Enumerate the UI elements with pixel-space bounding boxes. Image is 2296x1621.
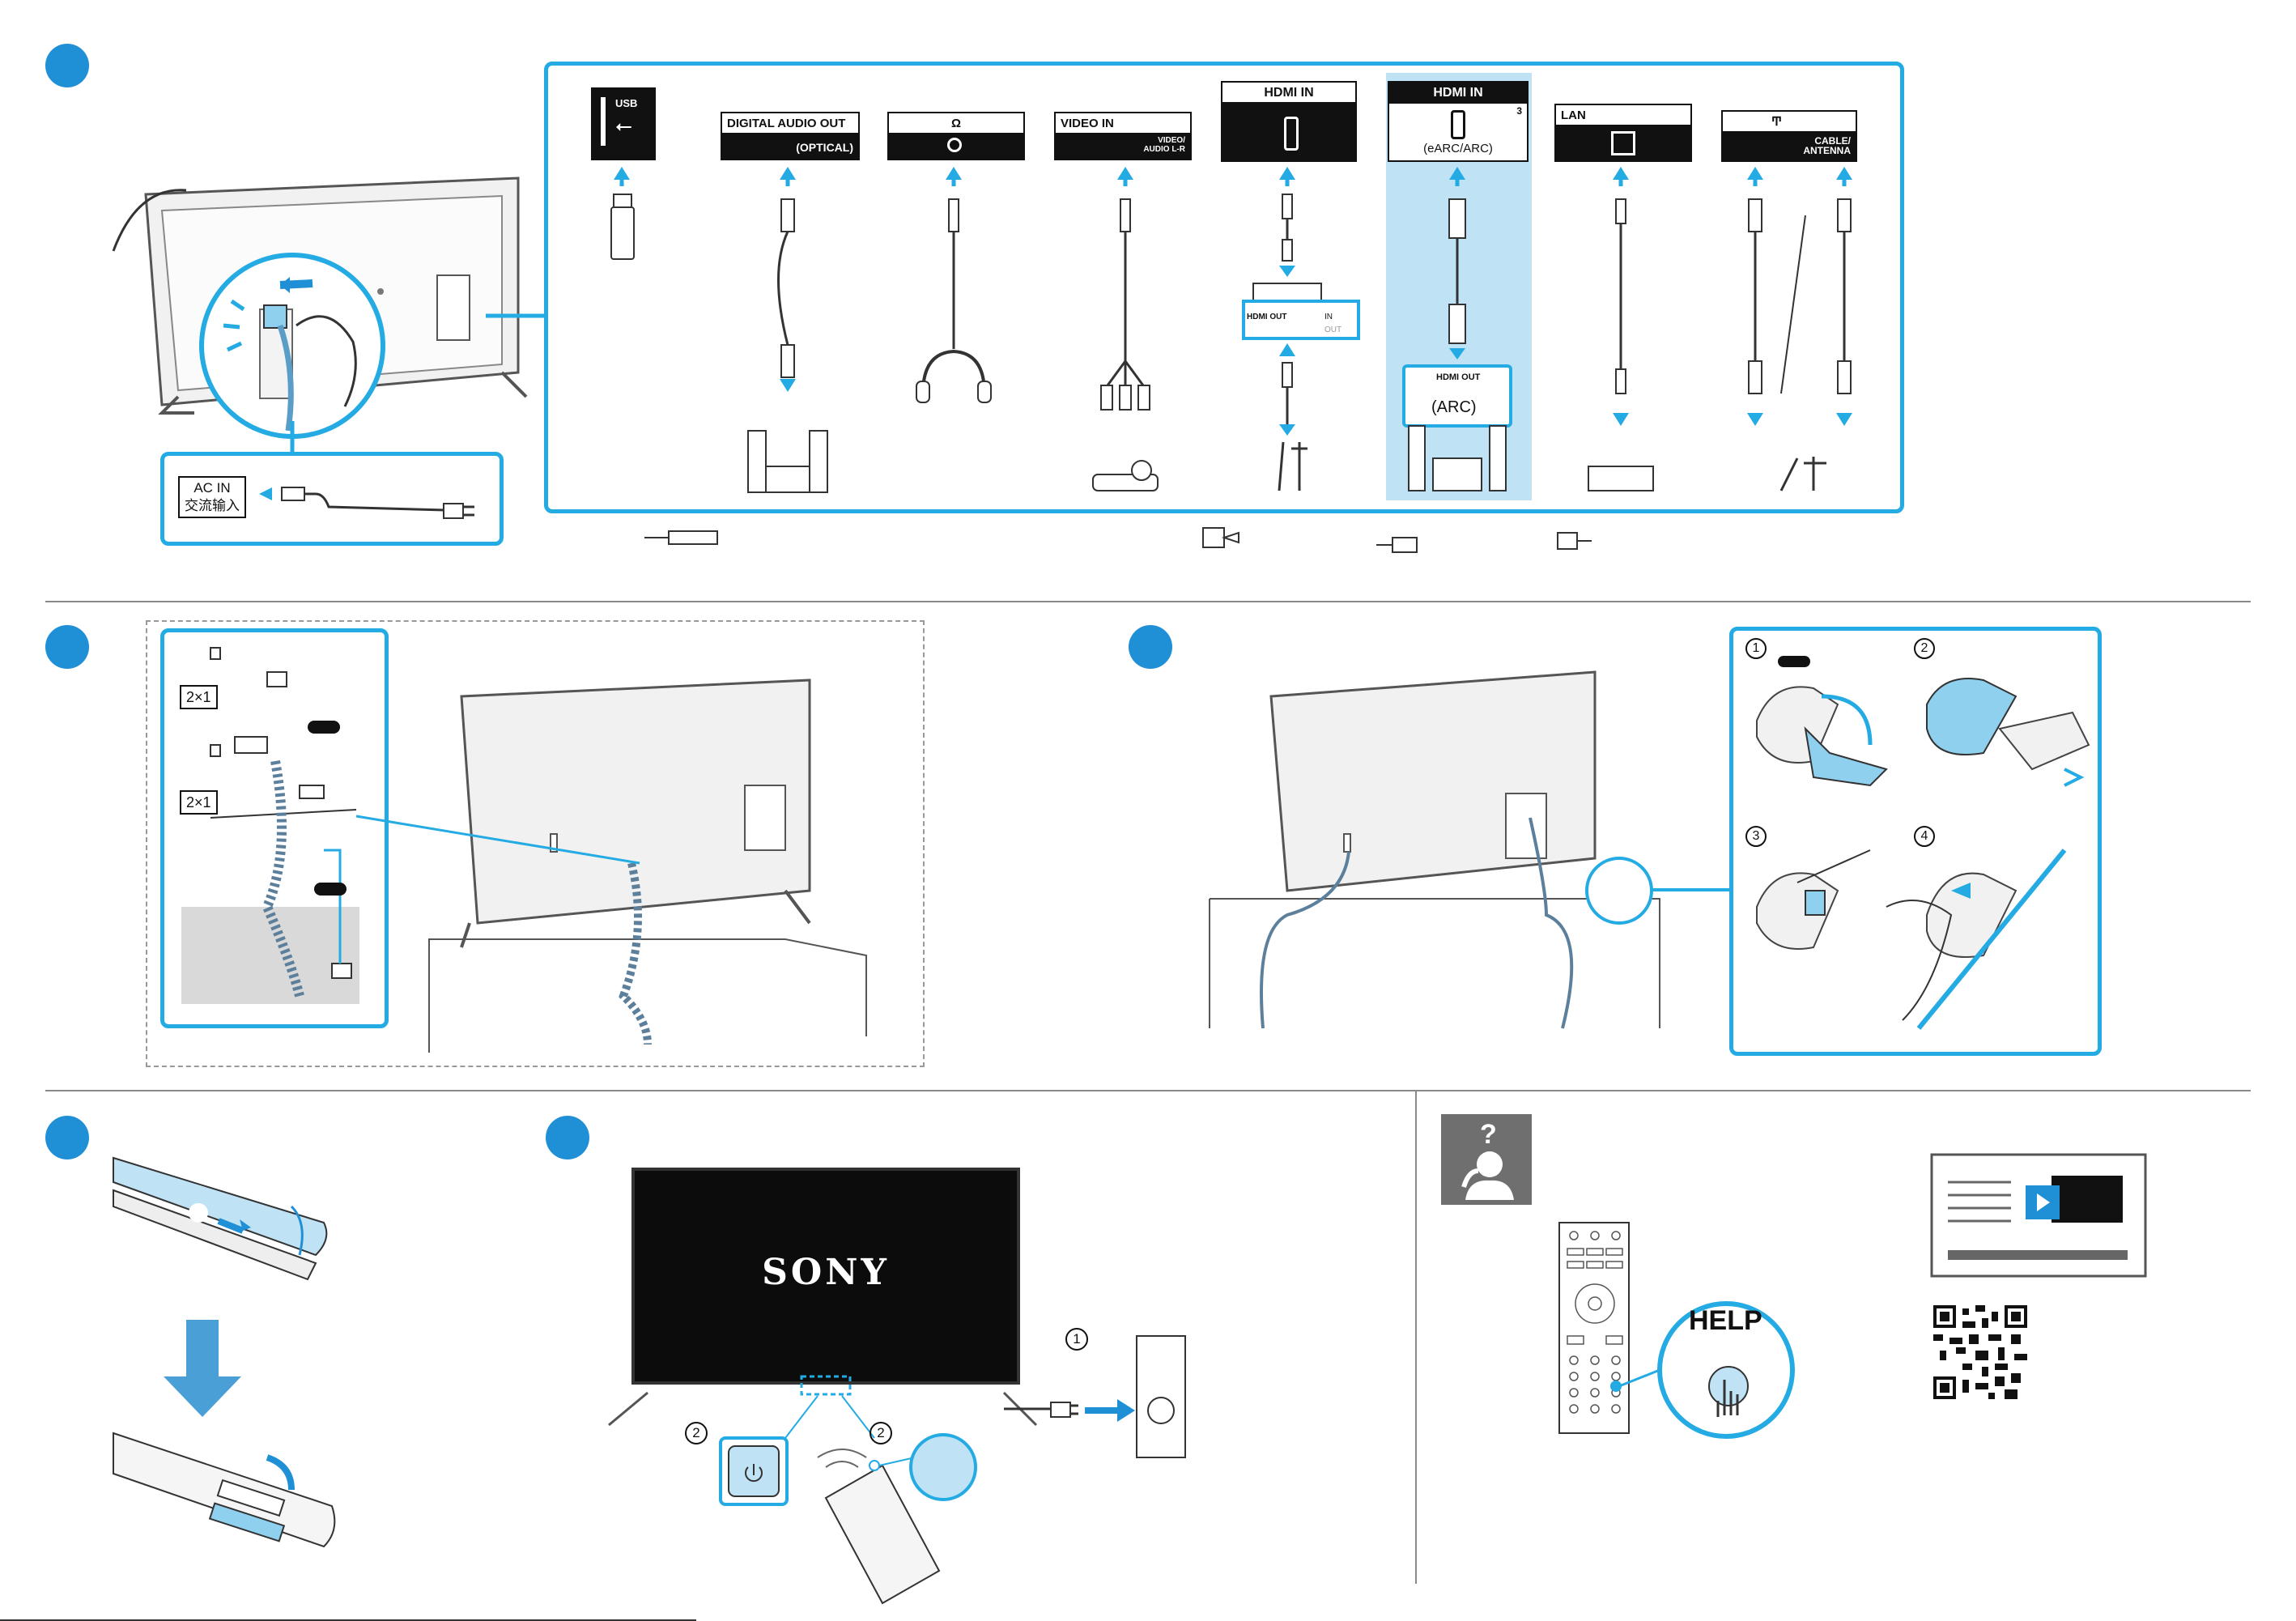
hdmi-out-arc-label: HDMI OUT (1436, 372, 1480, 382)
ac-in-text: AC IN (185, 479, 240, 497)
in-label: IN (1324, 313, 1333, 321)
screw-count-2: 2×1 (180, 790, 218, 815)
video-in-label: VIDEO IN (1056, 113, 1190, 134)
tv-on-stand-mount (381, 696, 915, 1036)
antenna-icon: Ͳ (1723, 112, 1856, 133)
earc-arc-label: (eARC/ARC) (1389, 142, 1527, 155)
legend-connector-1 (644, 526, 733, 559)
legend-connector-2 (1198, 523, 1247, 555)
tv-cable-clip-overview (1206, 672, 1692, 1028)
legend-connector-4 (1538, 526, 1595, 559)
video-in-port: VIDEO IN VIDEO/ AUDIO L-R (1054, 112, 1192, 160)
hdmi-in-port: HDMI IN (1221, 81, 1357, 162)
optical-port: DIGITAL AUDIO OUT (OPTICAL) (721, 112, 860, 160)
usb-label: USB (615, 97, 637, 109)
section-marker-cable-clip (1129, 625, 1172, 669)
sony-logo: SONY (635, 1252, 1017, 1293)
lan-port: LAN (1554, 104, 1692, 162)
out-label: OUT (1324, 325, 1341, 334)
legend-connector-3 (1376, 534, 1433, 559)
turn-on-step-2a: 2 (685, 1422, 708, 1444)
section-marker-turn-on (546, 1116, 589, 1159)
usb-port: USB ⭠ (591, 87, 656, 160)
cables-and-devices (567, 159, 1878, 507)
divider-vertical (1415, 1090, 1417, 1584)
ac-in-label: AC IN 交流输入 (178, 476, 246, 518)
person-thinking-icon (1452, 1147, 1520, 1200)
ac-cord-icon (259, 483, 494, 523)
headphone-port: Ω (887, 112, 1025, 160)
lan-socket-icon (1611, 131, 1635, 155)
clip-steps-illustration (1741, 648, 2089, 1036)
help-tile: ? (1441, 1114, 1532, 1205)
tv-screen: SONY (631, 1168, 1020, 1385)
help-guide-screen (1930, 1153, 2149, 1279)
hdmi-3-number: 3 (1516, 105, 1522, 117)
help-button-label: HELP (1689, 1305, 1762, 1337)
turn-on-step-2b: 2 (870, 1422, 892, 1444)
lan-label: LAN (1556, 105, 1690, 126)
divider-1 (45, 601, 2251, 602)
hdmi-out-label: HDMI OUT (1247, 313, 1286, 321)
optical-sub-label: (OPTICAL) (796, 141, 853, 154)
screw-count-1: 2×1 (180, 685, 218, 709)
power-cord-zoom-circle (199, 253, 385, 439)
hdmi-in-label: HDMI IN (1222, 83, 1355, 104)
section-marker-batteries (45, 1116, 89, 1159)
hdmi-earc-socket-icon (1451, 110, 1465, 139)
arc-label: (ARC) (1431, 398, 1477, 417)
cable-antenna-port: Ͳ CABLE/ ANTENNA (1721, 110, 1857, 162)
cable-antenna-label: CABLE/ ANTENNA (1803, 136, 1851, 155)
hdmi-earc-label: HDMI IN (1389, 83, 1527, 104)
optical-label: DIGITAL AUDIO OUT (722, 113, 858, 134)
zoom-connector-h (486, 308, 551, 324)
remote-battery-illustration (113, 1158, 348, 1579)
section-marker-connect (45, 44, 89, 87)
qr-code (1933, 1305, 2027, 1399)
clip-zoom-connector (1652, 886, 1733, 894)
ac-in-cn-text: 交流输入 (185, 497, 240, 515)
zoom-connector-line (288, 421, 296, 453)
usb-icon: ⭠ (615, 113, 632, 139)
video-in-sub-label: VIDEO/ AUDIO L-R (1143, 136, 1185, 154)
turn-on-step-1: 1 (1065, 1328, 1088, 1351)
section-marker-mount (45, 625, 89, 669)
hdmi-earc-port: HDMI IN 3 (eARC/ARC) (1388, 81, 1529, 162)
turn-on-illustration (599, 1376, 1214, 1619)
headphone-icon: Ω (889, 113, 1023, 134)
hdmi-socket-icon (1284, 117, 1299, 151)
divider-2 (45, 1090, 2251, 1091)
